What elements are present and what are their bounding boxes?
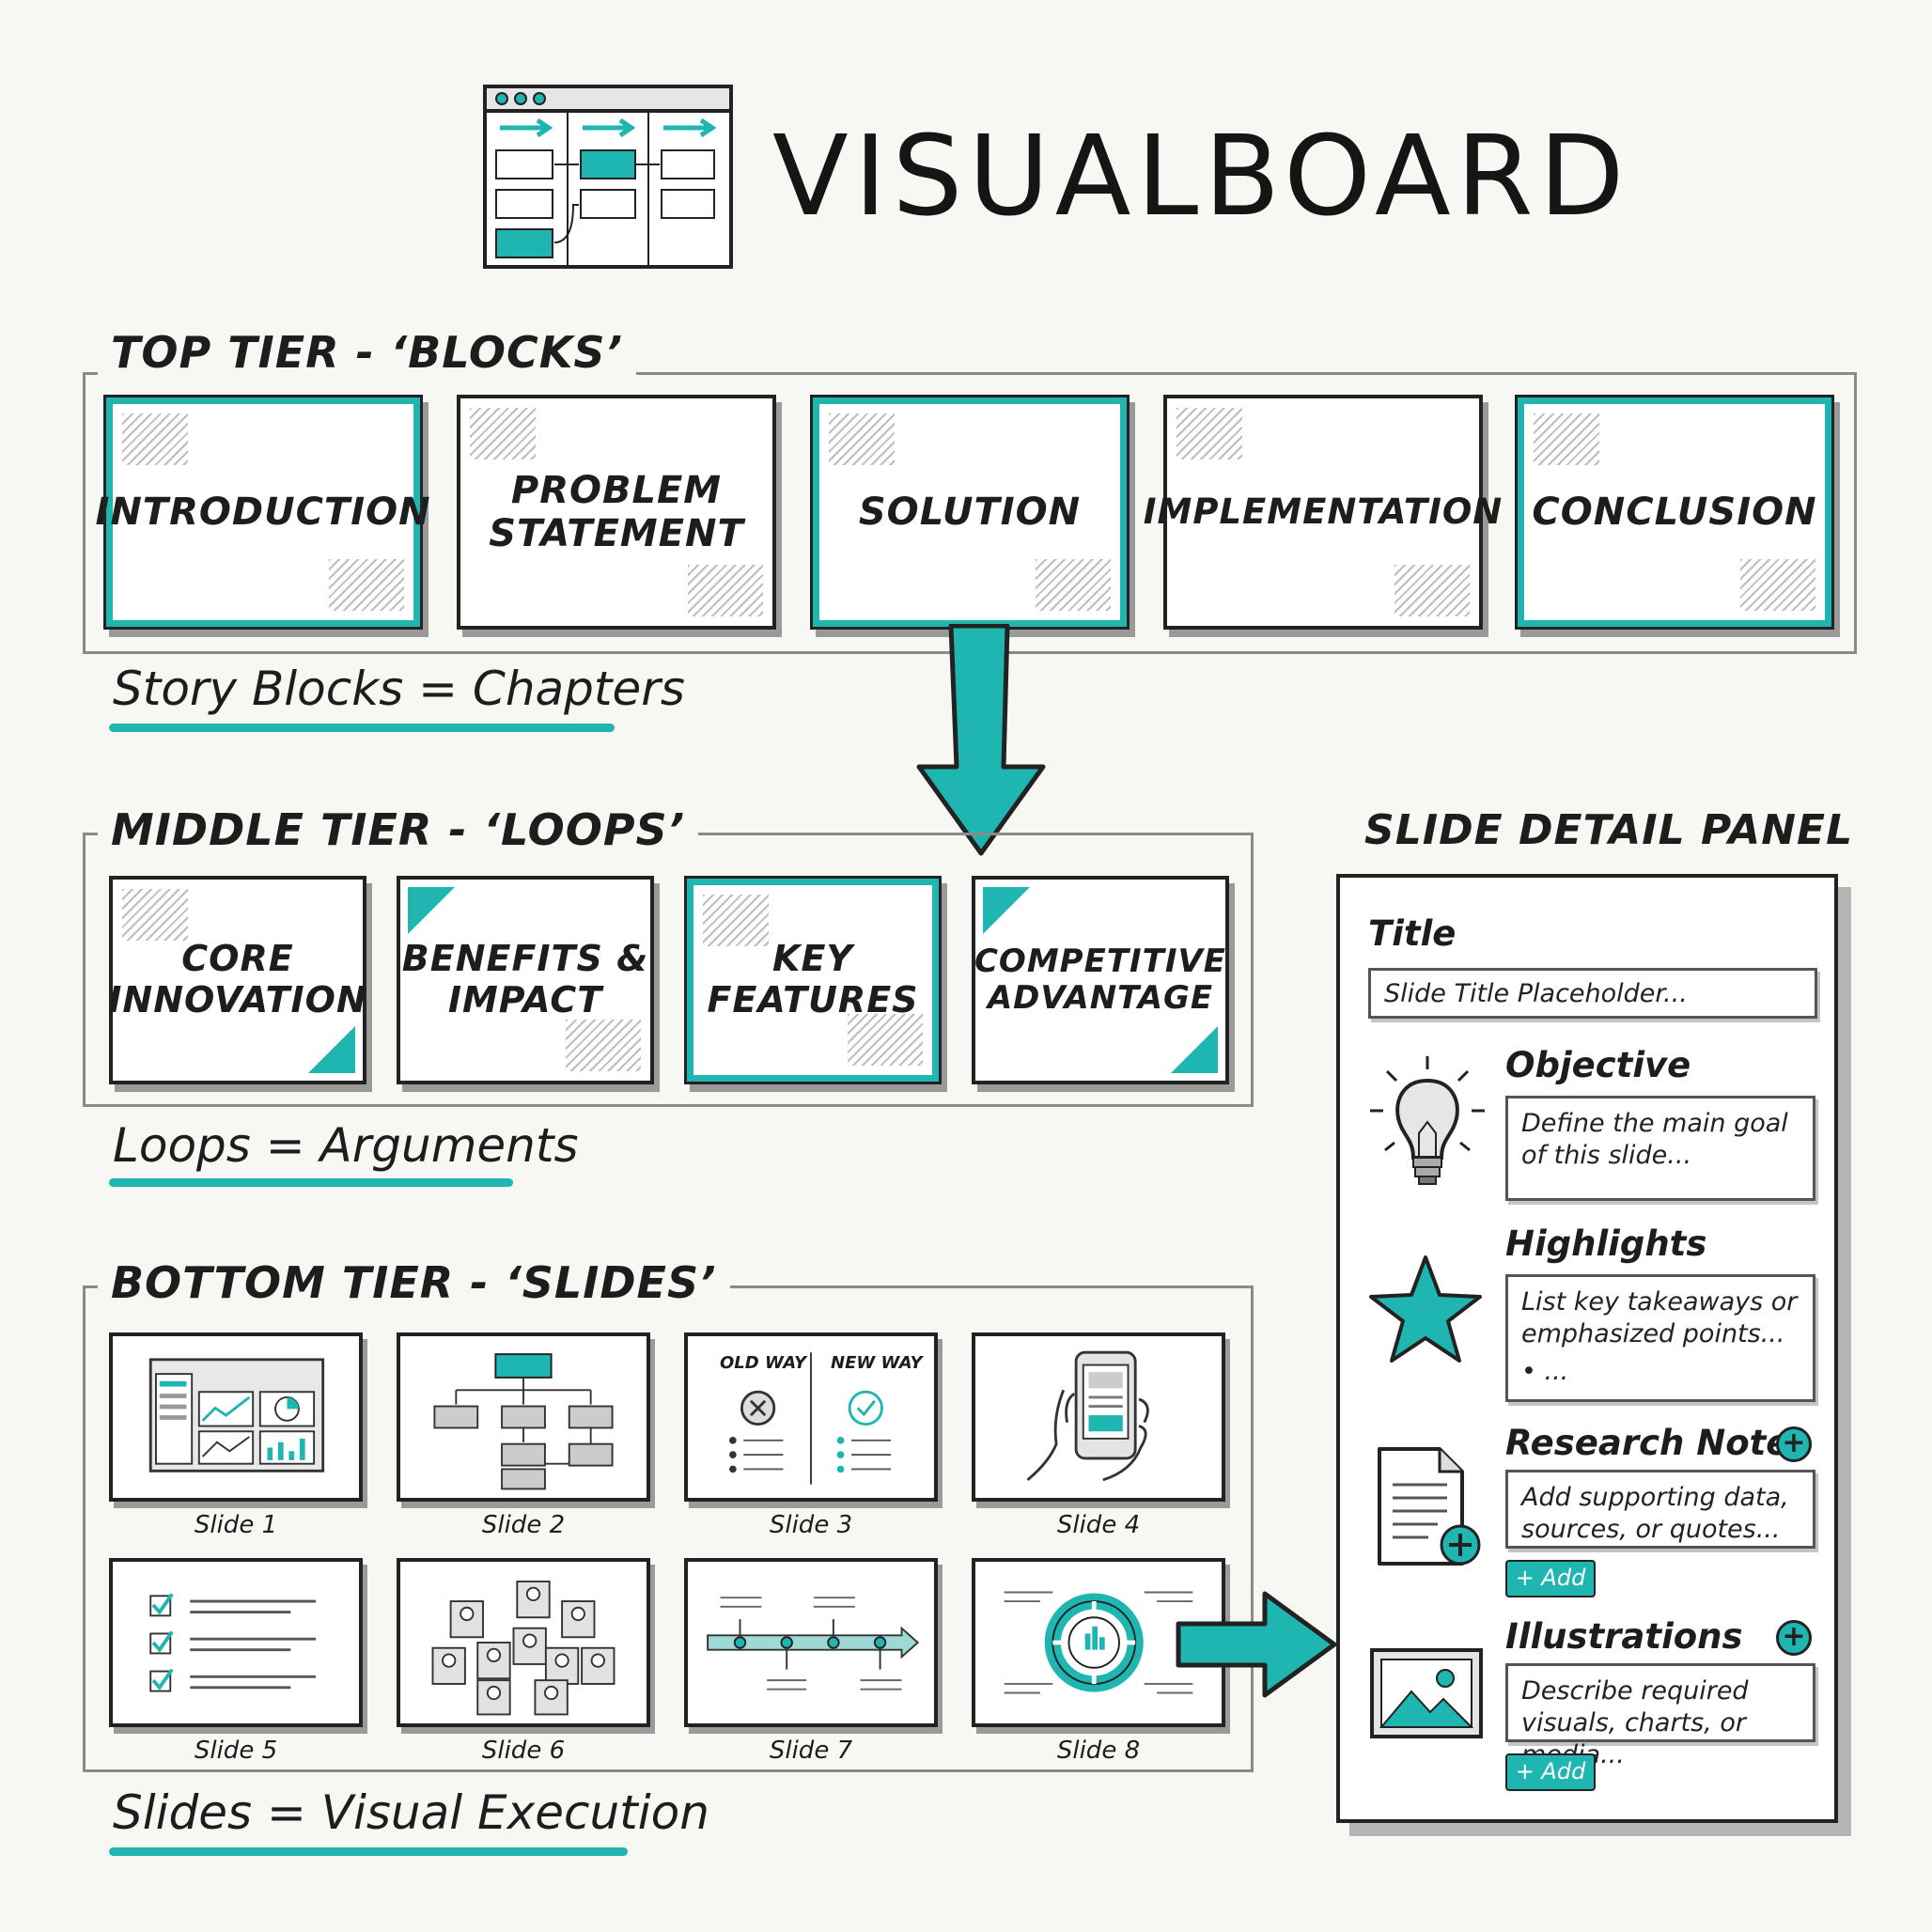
hatch-decoration: [470, 408, 536, 460]
caption-underline: [109, 1847, 628, 1856]
slide-7[interactable]: [684, 1558, 938, 1727]
research-notes-label: Research Notes: [1505, 1423, 1811, 1463]
bottom-tier-title: BOTTOM TIER - ‘SLIDES’: [98, 1257, 730, 1308]
people-icon: [431, 1581, 615, 1716]
hatch-decoration: [122, 889, 188, 941]
block-label: PROBLEM STATEMENT: [489, 469, 744, 555]
hatch-decoration: [829, 413, 895, 465]
top-tier-title: TOP TIER - ‘BLOCKS’: [98, 327, 636, 378]
comparison-icon: [729, 1352, 892, 1485]
cycle-icon: [1004, 1591, 1193, 1694]
star-icon: [1369, 1255, 1482, 1363]
hatch-decoration: [703, 895, 769, 946]
hatch-decoration: [329, 559, 404, 611]
hatch-decoration: [1394, 565, 1470, 616]
add-illustration-plus-icon[interactable]: +: [1776, 1620, 1812, 1656]
research-notes-input[interactable]: Add supporting data, sources, or quotes.…: [1505, 1470, 1815, 1549]
loop-label: COMPETITIVE ADVANTAGE: [974, 942, 1227, 1017]
new-way-heading: NEW WAY: [831, 1353, 923, 1373]
middle-tier-caption: Loops = Arguments: [113, 1118, 579, 1173]
illustrations-label: Illustrations: [1505, 1616, 1743, 1657]
loop-key-features[interactable]: KEY FEATURES: [684, 876, 942, 1084]
board-icon: [483, 85, 733, 269]
hatch-decoration: [1740, 559, 1815, 611]
right-arrow-icon: [1176, 1591, 1337, 1698]
block-label: IMPLEMENTATION: [1143, 491, 1504, 532]
old-way-heading: OLD WAY: [720, 1353, 807, 1373]
flowchart-icon: [433, 1353, 614, 1490]
loop-label: BENEFITS & IMPACT: [401, 938, 649, 1021]
block-label: SOLUTION: [858, 491, 1082, 534]
slide-label: Slide 6: [481, 1737, 566, 1765]
illustrations-input[interactable]: Describe required visuals, charts, or me…: [1505, 1663, 1815, 1769]
highlights-input[interactable]: List key takeaways or emphasized points.…: [1505, 1274, 1815, 1402]
app-logo: [481, 83, 735, 271]
slide-8[interactable]: [972, 1558, 1225, 1727]
image-icon: [1370, 1648, 1483, 1738]
corner-decoration: [983, 887, 1030, 934]
down-arrow-icon: [916, 624, 1046, 856]
slide-label: Slide 3: [769, 1511, 853, 1539]
slide-label: Slide 4: [1056, 1511, 1141, 1539]
hatch-decoration: [566, 1020, 641, 1071]
hatch-decoration: [1176, 408, 1242, 460]
dashboard-icon: [148, 1358, 325, 1472]
block-implementation[interactable]: IMPLEMENTATION: [1144, 395, 1502, 630]
slide-2[interactable]: [397, 1332, 650, 1502]
loop-label: CORE INNOVATION: [108, 938, 367, 1021]
loop-core-innovation[interactable]: CORE INNOVATION: [108, 876, 367, 1084]
caption-underline: [109, 724, 615, 732]
bottom-tier-caption: Slides = Visual Execution: [113, 1785, 709, 1840]
slide-label: Slide 7: [769, 1737, 853, 1765]
loop-competitive-advantage[interactable]: COMPETITIVE ADVANTAGE: [972, 876, 1229, 1084]
block-label: INTRODUCTION: [95, 491, 431, 534]
title-input[interactable]: Slide Title Placeholder...: [1368, 968, 1817, 1019]
objective-label: Objective: [1505, 1045, 1691, 1085]
slide-6[interactable]: [397, 1558, 650, 1727]
loop-label: KEY FEATURES: [707, 938, 919, 1021]
highlights-label: Highlights: [1505, 1223, 1707, 1264]
block-introduction[interactable]: INTRODUCTION: [95, 395, 430, 630]
app-title: VISUALBOARD: [772, 111, 1630, 241]
top-tier-caption: Story Blocks = Chapters: [113, 662, 685, 716]
hatch-decoration: [122, 413, 188, 465]
middle-tier-title: MIDDLE TIER - ‘LOOPS’: [98, 804, 699, 855]
title-label: Title: [1368, 913, 1457, 954]
block-solution[interactable]: SOLUTION: [810, 395, 1130, 630]
slide-label: Slide 8: [1056, 1737, 1141, 1765]
checklist-icon: [149, 1593, 317, 1692]
add-research-button[interactable]: + Add: [1505, 1560, 1596, 1597]
objective-input[interactable]: Define the main goal of this slide...: [1505, 1096, 1815, 1201]
document-icon: [1378, 1447, 1481, 1566]
phone-icon: [1026, 1350, 1149, 1482]
highlights-text: List key takeaways or emphasized points.…: [1521, 1287, 1798, 1348]
hatch-decoration: [688, 565, 763, 616]
slide-label: Slide 5: [194, 1737, 278, 1765]
hatch-decoration: [1036, 559, 1111, 611]
highlights-bullet: • ...: [1521, 1356, 1569, 1386]
block-label: CONCLUSION: [1532, 491, 1817, 534]
slide-detail-panel: Title Slide Title Placeholder... Objecti…: [1336, 874, 1838, 1823]
lightbulb-icon: [1370, 1056, 1485, 1185]
slide-3[interactable]: OLD WAY NEW WAY: [684, 1332, 938, 1502]
block-conclusion[interactable]: CONCLUSION: [1515, 395, 1834, 630]
panel-heading: SLIDE DETAIL PANEL: [1364, 806, 1854, 854]
corner-decoration: [1171, 1026, 1218, 1073]
add-illustration-button[interactable]: + Add: [1505, 1753, 1596, 1791]
corner-decoration: [408, 887, 455, 934]
corner-decoration: [308, 1026, 355, 1073]
block-problem-statement[interactable]: PROBLEM STATEMENT: [457, 395, 776, 630]
hatch-decoration: [1534, 413, 1599, 465]
slide-1[interactable]: [109, 1332, 363, 1502]
slide-5[interactable]: [109, 1558, 363, 1727]
slide-label: Slide 1: [194, 1511, 278, 1539]
loop-benefits-impact[interactable]: BENEFITS & IMPACT: [397, 876, 654, 1084]
slide-label: Slide 2: [481, 1511, 566, 1539]
timeline-icon: [707, 1597, 920, 1690]
hatch-decoration: [848, 1014, 923, 1066]
caption-underline: [109, 1178, 513, 1187]
add-research-plus-icon[interactable]: +: [1776, 1426, 1812, 1462]
slide-4[interactable]: [972, 1332, 1225, 1502]
